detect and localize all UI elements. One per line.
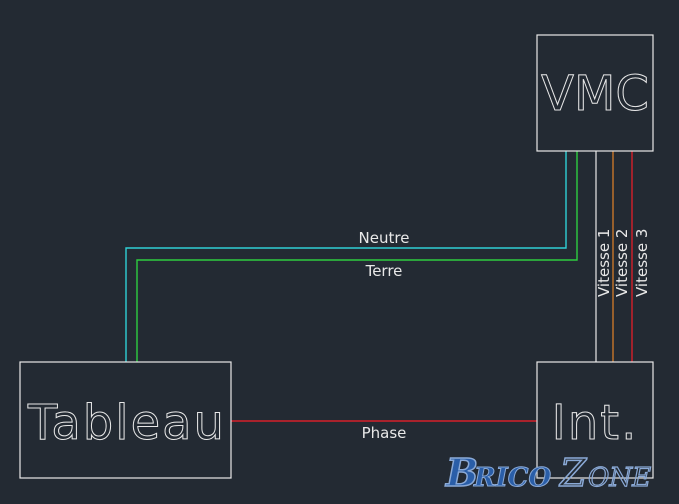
vitesse2-label: Vitesse 2: [613, 229, 631, 297]
interrupteur-label: Int.: [552, 395, 639, 451]
neutre-wire: [125, 151, 567, 362]
svg-text:B: B: [445, 450, 478, 495]
svg-text:ONE: ONE: [588, 463, 651, 493]
tableau-box: [19, 361, 232, 479]
tableau-label: Tableau: [27, 395, 226, 451]
svg-text:RICO: RICO: [473, 463, 551, 493]
terre-wire: [136, 151, 578, 362]
vitesse1-label: Vitesse 1: [595, 229, 613, 297]
phase-label: Phase: [362, 424, 407, 442]
terre-label: Terre: [365, 262, 403, 280]
bricozone-watermark-logo: B RICO Z ONE: [444, 449, 651, 496]
vmc-label: VMC: [541, 66, 649, 122]
neutre-label: Neutre: [359, 229, 410, 247]
vitesse3-label: Vitesse 3: [633, 229, 651, 297]
svg-text:Z: Z: [559, 451, 587, 495]
vmc-box: [536, 34, 654, 152]
interrupteur-box: [536, 361, 654, 479]
